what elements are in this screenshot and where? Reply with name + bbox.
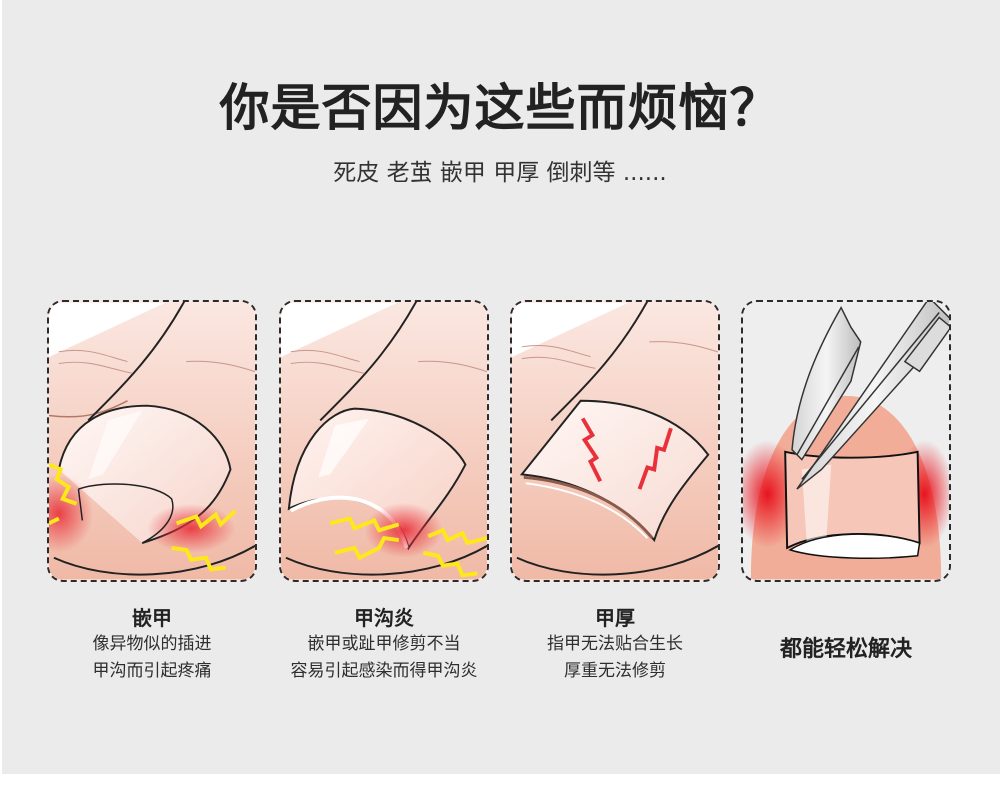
- ingrown-nail-caption: 嵌甲 像异物似的插进 甲沟而引起疼痛: [32, 605, 272, 685]
- thick-nail-illustration: [512, 302, 718, 580]
- ingrown-nail-card: [47, 300, 257, 582]
- ingrown-nail-desc-line-2: 甲沟而引起疼痛: [92, 661, 212, 681]
- thick-nail-caption: 甲厚 指甲无法贴合生长 厚重无法修剪: [495, 605, 735, 685]
- page-title: 你是否因为这些而烦恼？: [219, 79, 781, 137]
- ingrown-nail-illustration: [49, 302, 255, 580]
- thick-nail-card: [510, 300, 720, 582]
- paronychia-caption: 甲沟炎 嵌甲或趾甲修剪不当 容易引起感染而得甲沟炎: [264, 605, 504, 685]
- ingrown-nail-desc-line-1: 像异物似的插进: [92, 634, 212, 654]
- thick-nail-desc-line-1: 指甲无法贴合生长: [547, 634, 683, 654]
- ingrown-nail-title: 嵌甲: [132, 606, 172, 630]
- paronychia-desc-line-1: 嵌甲或趾甲修剪不当: [307, 634, 461, 654]
- thick-nail-desc-line-2: 厚重无法修剪: [564, 661, 666, 681]
- solution-text: 都能轻松解决: [779, 637, 912, 662]
- paronychia-title: 甲沟炎: [354, 606, 414, 630]
- nail-clipper-illustration: [743, 302, 949, 580]
- thick-nail-title: 甲厚: [595, 606, 635, 630]
- solution-caption: 都能轻松解决: [726, 635, 966, 665]
- page-subtitle: 死皮 老茧 嵌甲 甲厚 倒刺等 ......: [333, 160, 667, 186]
- nail-clipper-card: [741, 300, 951, 582]
- paronychia-card: [279, 300, 489, 582]
- paronychia-desc-line-2: 容易引起感染而得甲沟炎: [290, 661, 478, 681]
- paronychia-illustration: [281, 302, 487, 580]
